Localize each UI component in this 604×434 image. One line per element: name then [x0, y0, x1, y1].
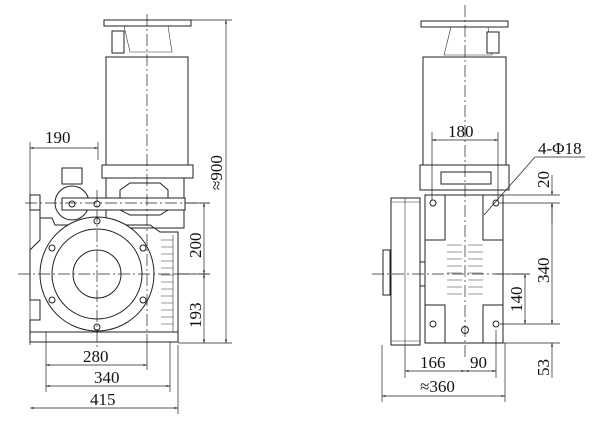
front-view: 190 ≈900 200 193 280 340 415: [18, 14, 232, 414]
motor-flange: [101, 164, 194, 179]
mount-pad: [482, 194, 504, 241]
dim-900: ≈900: [207, 155, 226, 190]
dim-340: 340: [94, 368, 120, 387]
dim-190: 190: [45, 128, 71, 147]
mount-holes: [429, 199, 500, 334]
encoder-box: [111, 30, 125, 54]
cooling-fins: [447, 244, 483, 295]
brake: [440, 171, 492, 185]
dim-200: 200: [186, 233, 205, 259]
motor-neck: [443, 26, 493, 56]
dim-20: 20: [534, 171, 553, 188]
motor-neck: [123, 25, 173, 53]
dim-280: 280: [83, 347, 109, 366]
release-box: [61, 167, 83, 185]
dim-53: 53: [534, 359, 553, 376]
dim-166: 166: [420, 353, 446, 372]
traction-sheave: [390, 197, 421, 346]
base: [29, 331, 179, 343]
top-plate: [420, 20, 509, 28]
encoder-disc: [382, 249, 391, 296]
encoder-box: [486, 31, 500, 54]
dim-340: 340: [534, 258, 553, 284]
mount-pad: [424, 194, 446, 241]
motor-flange: [419, 164, 510, 191]
dim-360: ≈360: [420, 377, 455, 396]
motor-cylinder: [422, 56, 507, 166]
dim-90: 90: [470, 353, 487, 372]
dim-4-holes-18: 4-Φ18: [538, 139, 582, 158]
cooling-fins: [161, 235, 174, 332]
bolts: [48, 217, 147, 331]
dim-415: 415: [90, 390, 116, 409]
dim-140: 140: [507, 287, 526, 313]
side-view: 180 4-Φ18 20 340 140 53 166 90 ≈360: [372, 5, 585, 402]
mount-pad: [424, 304, 446, 344]
gear-housing: [424, 194, 504, 344]
leader-line: [483, 156, 536, 216]
dim-193: 193: [186, 303, 205, 329]
top-plate: [103, 19, 192, 27]
dim-180: 180: [448, 122, 474, 141]
lever-arm: [61, 197, 186, 211]
